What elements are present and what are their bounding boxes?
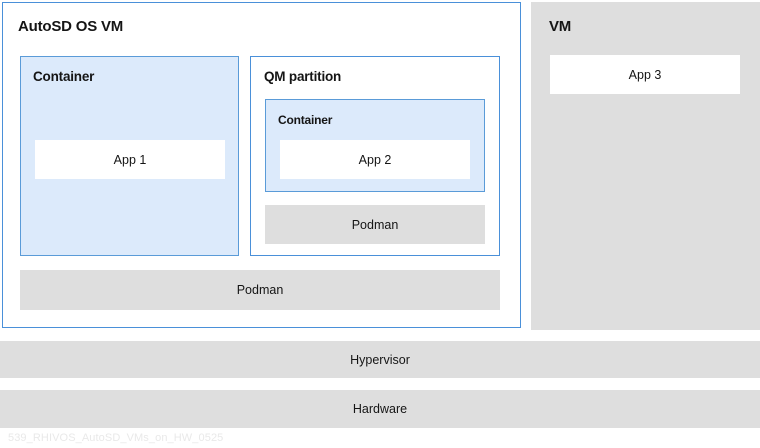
app-2-label: App 2 [358, 152, 392, 167]
hypervisor-label: Hypervisor [350, 352, 410, 367]
app-3-label: App 3 [628, 67, 662, 82]
watermark-text: 539_RHIVOS_AutoSD_VMs_on_HW_0525 [8, 432, 224, 444]
qm-podman-label: Podman [351, 217, 399, 232]
plain-vm-box [531, 2, 760, 330]
qm-partition-title: QM partition [264, 69, 342, 84]
hypervisor-bar: Hypervisor [0, 341, 760, 378]
qm-container-title: Container [278, 113, 333, 127]
autosd-podman-bar: Podman [20, 270, 500, 310]
app-1-label: App 1 [113, 152, 147, 167]
qm-podman-bar: Podman [265, 205, 485, 244]
app-tile-app-3: App 3 [550, 55, 740, 94]
app-tile-app-1: App 1 [35, 140, 225, 179]
plain-vm-title: VM [549, 18, 572, 35]
hardware-bar: Hardware [0, 390, 760, 428]
autosd-podman-label: Podman [236, 283, 284, 297]
autosd-os-vm-title: AutoSD OS VM [18, 18, 124, 35]
hardware-label: Hardware [352, 402, 408, 416]
autosd-container-title: Container [33, 69, 95, 84]
app-tile-app-2: App 2 [280, 140, 470, 179]
